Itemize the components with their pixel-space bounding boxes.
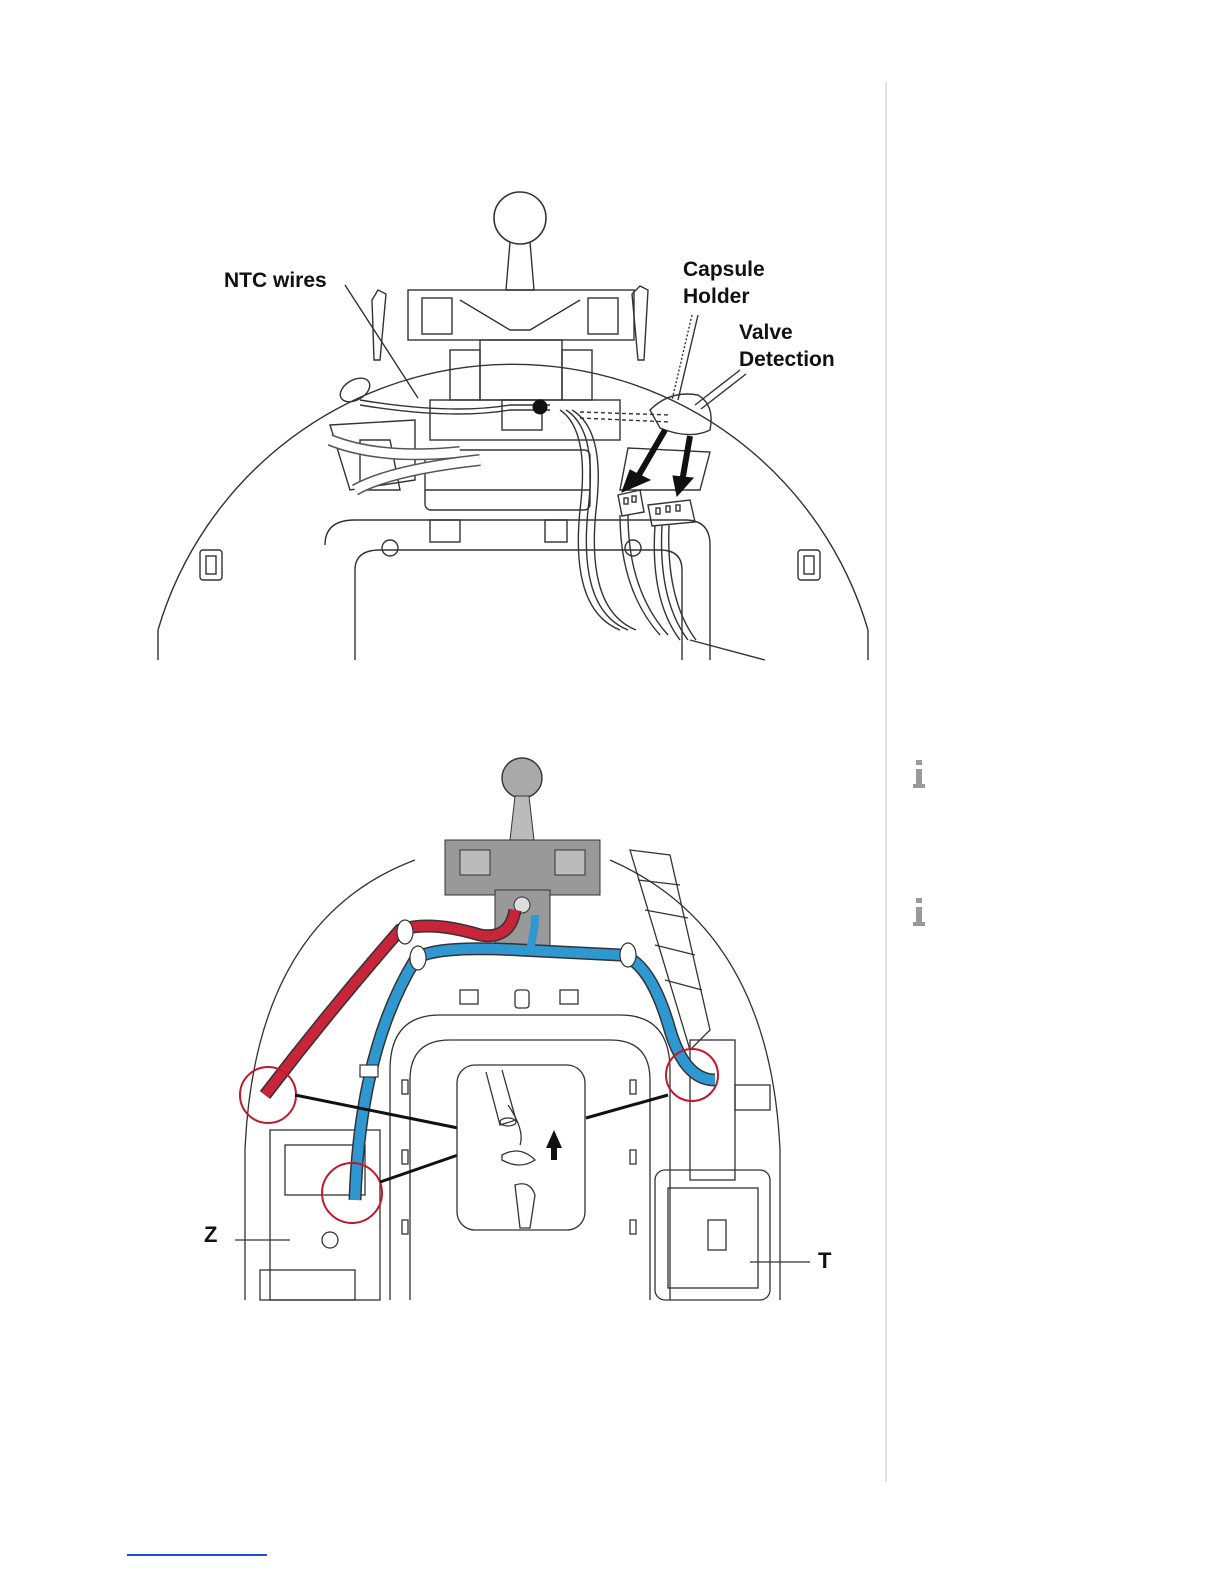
info-icon	[913, 760, 925, 788]
label-valve-detection-line2: Detection	[739, 348, 835, 371]
label-t: T	[818, 1248, 832, 1273]
top-figure-capsule-holder-wiring: NTC wires Capsule Holder Valve Detection	[150, 190, 880, 665]
footer-link-underline[interactable]	[127, 1554, 267, 1556]
sidebar-divider	[885, 82, 887, 1482]
label-ntc-wires: NTC wires	[224, 269, 327, 292]
inset-detail	[457, 1065, 585, 1230]
label-capsule-holder-line2: Holder	[683, 285, 750, 308]
label-z: Z	[204, 1222, 217, 1247]
label-valve-detection-line1: Valve	[739, 321, 793, 344]
info-icon	[913, 898, 925, 926]
label-capsule-holder-line1: Capsule	[683, 258, 765, 281]
bottom-figure-water-pipes: Z T	[190, 750, 850, 1305]
